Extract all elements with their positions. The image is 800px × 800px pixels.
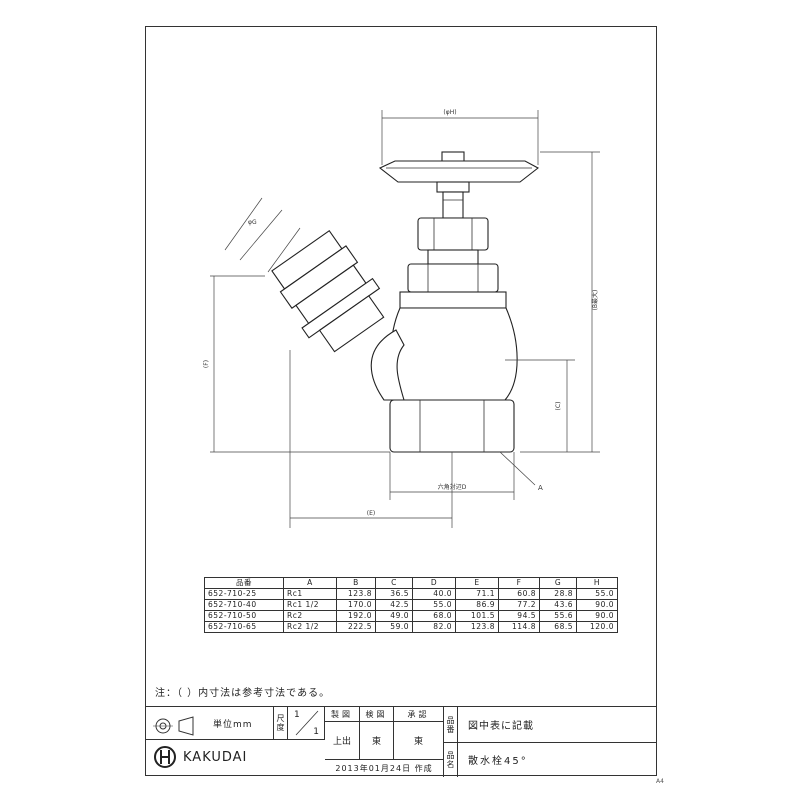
spec-cell: Rc1 1/2: [283, 599, 337, 611]
scale-label: 尺度: [276, 714, 285, 732]
spec-cell: 55.0: [412, 599, 456, 611]
dim-c-label: (C): [555, 402, 562, 411]
scale-numerator: 1: [294, 710, 300, 720]
company-logo: KAKUDAI: [153, 745, 247, 769]
spec-cell: 60.8: [498, 588, 540, 600]
field-name-label: 品名: [446, 750, 455, 769]
spec-header: B: [336, 577, 376, 589]
dim-e-label: (E): [367, 510, 375, 517]
valve-body: [370, 307, 518, 453]
dim-f: (F): [203, 275, 390, 453]
unit-label: 単位mm: [213, 719, 253, 730]
spec-header: H: [576, 577, 618, 589]
field-name-value: 散水栓45°: [468, 756, 528, 767]
handwheel: [378, 151, 540, 193]
spec-cell: 28.8: [539, 588, 577, 600]
header-drafter: 製図: [331, 709, 353, 719]
logo-text: KAKUDAI: [183, 749, 248, 765]
spec-cell: 68.0: [412, 610, 456, 622]
header-approver: 承認: [407, 709, 430, 719]
spec-cell: 68.5: [539, 621, 577, 633]
spec-table: 品番 A B C D E F G H 652-710-25 Rc1 123.8 …: [204, 577, 618, 633]
spec-cell: 101.5: [455, 610, 499, 622]
header-checker: 検図: [365, 709, 388, 719]
field-no-value: 図中表に記載: [468, 721, 534, 732]
dim-e: (E): [289, 350, 453, 528]
drawing-frame: [145, 26, 657, 776]
spec-header: E: [455, 577, 499, 589]
spec-cell: 123.8: [336, 588, 376, 600]
spec-cell: 94.5: [498, 610, 540, 622]
creation-date: 2013年01月24日 作成: [335, 763, 433, 773]
gland-nut: [417, 217, 489, 265]
spec-cell: 192.0: [336, 610, 376, 622]
field-no-label: 品番: [446, 715, 455, 734]
spec-cell: 36.5: [375, 588, 413, 600]
dim-g: φG: [224, 197, 301, 273]
spec-cell: 652-710-50: [204, 610, 284, 622]
dim-f-label: (F): [203, 360, 210, 368]
table-row: 652-710-25 Rc1 123.8 36.5 40.0 71.1 60.8…: [204, 588, 618, 600]
dim-h: (φH): [381, 109, 539, 165]
dim-b: (B最大): [520, 151, 600, 453]
spec-cell: 222.5: [336, 621, 376, 633]
dim-h-label: (φH): [443, 109, 456, 116]
signature-drafter: 上出: [332, 736, 351, 747]
spec-cell: 49.0: [375, 610, 413, 622]
signature-approver: 東: [413, 736, 423, 747]
spec-cell: 652-710-65: [204, 621, 284, 633]
spec-cell: 86.9: [455, 599, 499, 611]
spec-header: D: [412, 577, 456, 589]
spec-cell: 40.0: [412, 588, 456, 600]
spec-cell: 82.0: [412, 621, 456, 633]
spec-cell: 652-710-25: [204, 588, 284, 600]
sheet-size: A4: [656, 778, 664, 785]
projection-symbol-icon: [153, 716, 194, 736]
title-block: 単位mm 尺度 1 1 KAKUDAI 製図 検図: [145, 706, 657, 777]
dim-c: (C): [505, 359, 575, 452]
spec-cell: 120.0: [576, 621, 618, 633]
spec-cell: Rc1: [283, 588, 337, 600]
spec-cell: Rc2 1/2: [283, 621, 337, 633]
spec-cell: 59.0: [375, 621, 413, 633]
spec-cell: 170.0: [336, 599, 376, 611]
spec-cell: 90.0: [576, 599, 618, 611]
kakudai-logo-icon: [154, 746, 176, 768]
spec-cell: 123.8: [455, 621, 499, 633]
spec-cell: 90.0: [576, 610, 618, 622]
spec-cell: 652-710-40: [204, 599, 284, 611]
spec-header: C: [375, 577, 413, 589]
spec-cell: 42.5: [375, 599, 413, 611]
signature-checker: 東: [371, 736, 381, 747]
stem: [442, 191, 464, 219]
dim-g-label: φG: [248, 219, 257, 226]
spec-cell: 71.1: [455, 588, 499, 600]
leader-a: A: [499, 451, 543, 492]
bonnet: [399, 263, 507, 309]
table-row: 652-710-65 Rc2 1/2 222.5 59.0 82.0 123.8…: [204, 621, 618, 633]
scale-denominator: 1: [313, 727, 319, 737]
spec-header: G: [539, 577, 577, 589]
spec-cell: 114.8: [498, 621, 540, 633]
spec-cell: 43.6: [539, 599, 577, 611]
spec-header: F: [498, 577, 540, 589]
dim-b-label: (B最大): [591, 290, 599, 311]
spec-cell: Rc2: [283, 610, 337, 622]
dimension-note: 注：（ ）内寸法は参考寸法である。: [155, 688, 331, 699]
spec-cell: 55.0: [576, 588, 618, 600]
spec-header: A: [283, 577, 337, 589]
spec-header-row: 品番 A B C D E F G H: [204, 577, 618, 589]
scale-value: 1 1: [287, 707, 325, 739]
table-row: 652-710-50 Rc2 192.0 49.0 68.0 101.5 94.…: [204, 610, 618, 622]
spec-header: 品番: [204, 577, 284, 589]
spec-cell: 55.6: [539, 610, 577, 622]
outlet-45: [271, 230, 385, 353]
table-row: 652-710-40 Rc1 1/2 170.0 42.5 55.0 86.9 …: [204, 599, 618, 611]
leader-a-label: A: [538, 484, 543, 492]
spec-cell: 77.2: [498, 599, 540, 611]
